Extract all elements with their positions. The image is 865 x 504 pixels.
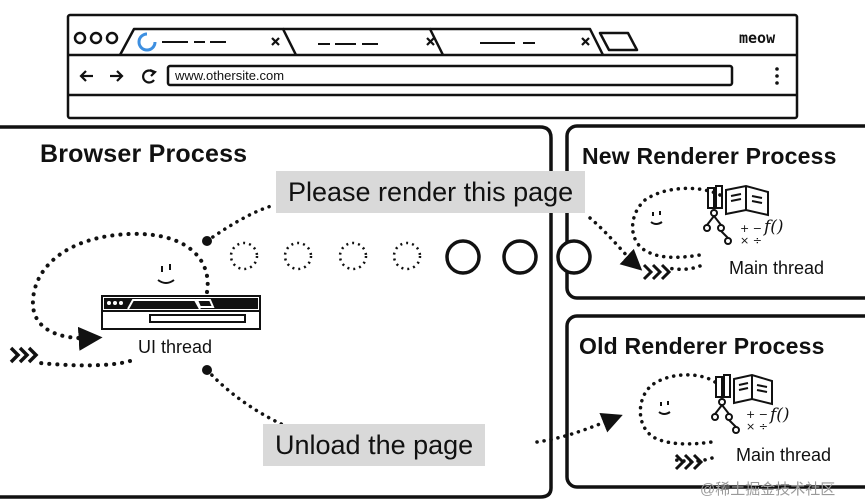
forward-icon[interactable]: [110, 70, 124, 82]
window-controls[interactable]: [73, 31, 119, 45]
arrow-to-new-renderer: [588, 216, 643, 271]
ui-thread-label: UI thread: [138, 337, 213, 357]
address-bar[interactable]: [166, 64, 734, 87]
tab-third: [430, 27, 605, 56]
tab-second: [283, 27, 445, 56]
unload-arrow-start-dot: [202, 365, 212, 375]
math-symbols-2: × ÷: [740, 234, 762, 247]
function-symbol: f(): [762, 217, 784, 237]
unload-message-callout: Unload the page: [263, 424, 486, 466]
thread-chevrons: [9, 346, 39, 364]
tab-strip[interactable]: [118, 27, 639, 56]
message-circles: [229, 239, 592, 275]
tree-icon: [703, 209, 732, 245]
thread-face-icon: [157, 264, 175, 284]
new-renderer-thread-graphic: + − × ÷ f(): [630, 184, 784, 281]
spinner-icon: [137, 32, 157, 52]
browser-process-title: Browser Process: [40, 140, 248, 168]
tab-active: [118, 27, 298, 56]
old-renderer-thread-graphic: + − × ÷ f(): [638, 373, 790, 471]
function-symbol-old: f(): [768, 405, 790, 425]
book-icon: [707, 184, 769, 217]
back-icon[interactable]: [79, 70, 93, 82]
brand-label: meow: [739, 29, 776, 47]
browser-process-box: [0, 125, 553, 499]
render-message-callout: Please render this page: [276, 171, 586, 213]
ui-thread-tail: [38, 359, 132, 368]
render-arrow-start-dot: [202, 236, 212, 246]
kebab-menu-icon[interactable]: [775, 67, 779, 85]
mini-browser-icon: [101, 295, 261, 330]
old-renderer-box: [565, 314, 865, 489]
render-request-arrow: [205, 203, 277, 243]
close-icon[interactable]: [271, 37, 590, 46]
math-symbols-old-2: × ÷: [746, 420, 768, 433]
new-main-thread-label: Main thread: [729, 258, 825, 278]
new-tab-button: [598, 31, 639, 52]
tree-icon-old: [711, 398, 740, 434]
math-symbols-old: + −: [746, 408, 768, 421]
reload-icon[interactable]: [142, 68, 157, 84]
old-renderer-title: Old Renderer Process: [579, 333, 825, 359]
address-text[interactable]: www.othersite.com: [175, 68, 285, 83]
tab-title-placeholders: [162, 41, 535, 45]
unload-request-arrow: [205, 368, 292, 430]
new-renderer-title: New Renderer Process: [582, 143, 837, 169]
arrow-to-old-renderer: [535, 412, 623, 444]
old-main-thread-label: Main thread: [736, 445, 832, 465]
book-icon-old: [715, 373, 773, 406]
browser-window: [66, 13, 799, 120]
math-symbols: + −: [740, 222, 762, 235]
watermark: @稀土掘金技术社区: [700, 481, 836, 498]
